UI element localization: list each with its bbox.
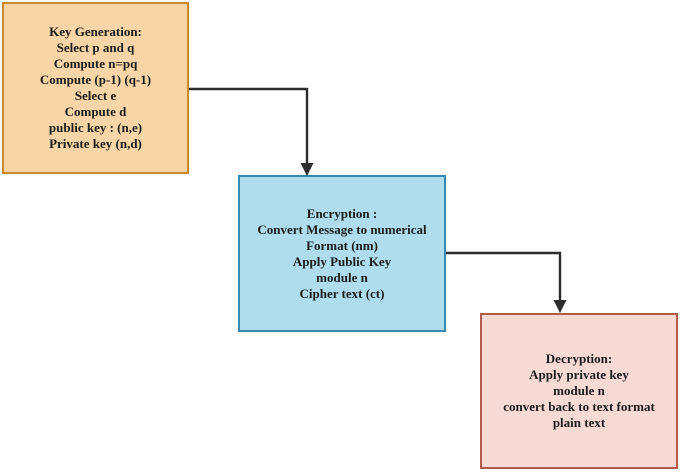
arrowhead-down-icon	[553, 300, 567, 313]
node-decryption: Decryption: Apply private key module n c…	[480, 313, 678, 469]
node-title: Encryption :	[306, 205, 378, 221]
connector-line	[189, 87, 309, 165]
text-line: Format (nm)	[306, 237, 378, 253]
node-key-generation: Key Generation: Select p and q Compute n…	[2, 2, 189, 174]
text-line: Compute d	[64, 104, 127, 119]
text-line: Compute n=pq	[53, 56, 138, 71]
text-line: module n	[316, 269, 368, 285]
text-line: Cipher text (ct)	[299, 285, 385, 301]
text-line: convert back to text format	[503, 399, 655, 414]
text-line: Apply private key	[529, 367, 629, 382]
connector-keygen-to-encryption	[189, 87, 314, 176]
node-title: Decryption:	[545, 351, 613, 366]
text-line: Compute (p-1) (q-1)	[39, 72, 152, 87]
text-line: module n	[553, 383, 605, 398]
text-line: Convert Message to numerical	[257, 221, 427, 237]
connector-encryption-to-decryption	[446, 251, 567, 313]
connector-line	[446, 251, 562, 302]
node-title: Key Generation:	[49, 24, 142, 39]
text-line: Select e	[74, 88, 117, 103]
text-line: public key : (n,e)	[48, 120, 143, 135]
text-line: plain text	[552, 415, 606, 430]
text-line: Apply Public Key	[292, 253, 392, 269]
text-line: Select p and q	[56, 40, 135, 55]
node-encryption: Encryption : Convert Message to numerica…	[238, 175, 446, 332]
text-line: Private key (n,d)	[49, 136, 142, 151]
